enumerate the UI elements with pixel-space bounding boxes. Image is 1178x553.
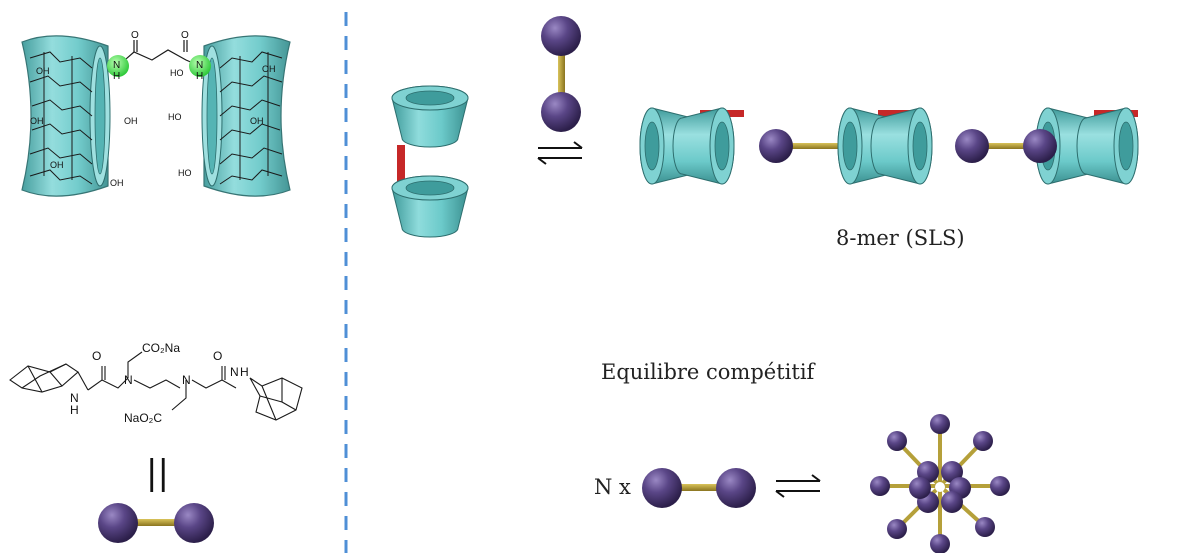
atom-nh-guest-right: N (230, 365, 239, 379)
equilibrium-arrows-icon (775, 474, 821, 498)
atom-n-guest-1: N (124, 373, 133, 387)
cyclodextrin-dimer-structure: N H N H O O OH OH OH OH OH HO HO HO OH O… (21, 30, 291, 197)
ho-label: HO (170, 68, 184, 78)
guest-dumbbell-icon (98, 503, 214, 543)
oligomer-chain (639, 107, 1139, 185)
atom-n-guest-2: N (182, 373, 191, 387)
guest-dumbbell-icon (642, 468, 756, 508)
oh-label: OH (36, 66, 50, 76)
oh-label: OH (124, 116, 138, 126)
atom-h-right: H (196, 71, 203, 82)
atom-n-left: N (113, 60, 120, 71)
atom-n-right: N (196, 60, 203, 71)
carboxylate-bottom: NaO₂C (124, 411, 162, 425)
atom-h-guest-left: H (70, 403, 79, 417)
atom-o-guest-1: O (92, 349, 101, 363)
atom-h-left: H (113, 71, 120, 82)
oh-label: OH (110, 178, 124, 188)
amide-nitrogen-highlight-right (189, 55, 211, 77)
ho-label: HO (168, 112, 182, 122)
equivalence-sign: || (146, 453, 169, 493)
amide-nitrogen-highlight-left (107, 55, 129, 77)
succinyl-linker (117, 40, 201, 67)
oh-label: OH (262, 64, 276, 74)
cyclodextrin-barrel-left (21, 35, 111, 197)
guest-dumbbell-icon (541, 16, 581, 132)
atom-o-1: O (131, 30, 139, 41)
oh-label: OH (250, 116, 264, 126)
atom-o-2: O (181, 30, 189, 41)
atom-h-guest-right: H (240, 365, 249, 379)
equilibrium-label: Equilibre compétitif (601, 360, 815, 384)
equilibrium-arrows-icon (537, 141, 583, 165)
oh-label: OH (50, 160, 64, 170)
carboxylate-top: CO₂Na (142, 341, 180, 355)
cyclodextrin-barrel-right (201, 35, 291, 197)
atom-nh-guest-left: N (70, 391, 79, 405)
ditopic-guest-structure: O O N N N H N H CO₂Na NaO₂C || (9, 341, 303, 493)
multiplier-label: N x (594, 475, 631, 499)
atom-o-guest-2: O (213, 349, 222, 363)
oh-label: OH (30, 116, 44, 126)
micelle-icon (870, 414, 1010, 553)
oligomer-label: 8-mer (SLS) (836, 226, 965, 250)
host-dimer-icon (391, 85, 469, 238)
ho-label: HO (178, 168, 192, 178)
